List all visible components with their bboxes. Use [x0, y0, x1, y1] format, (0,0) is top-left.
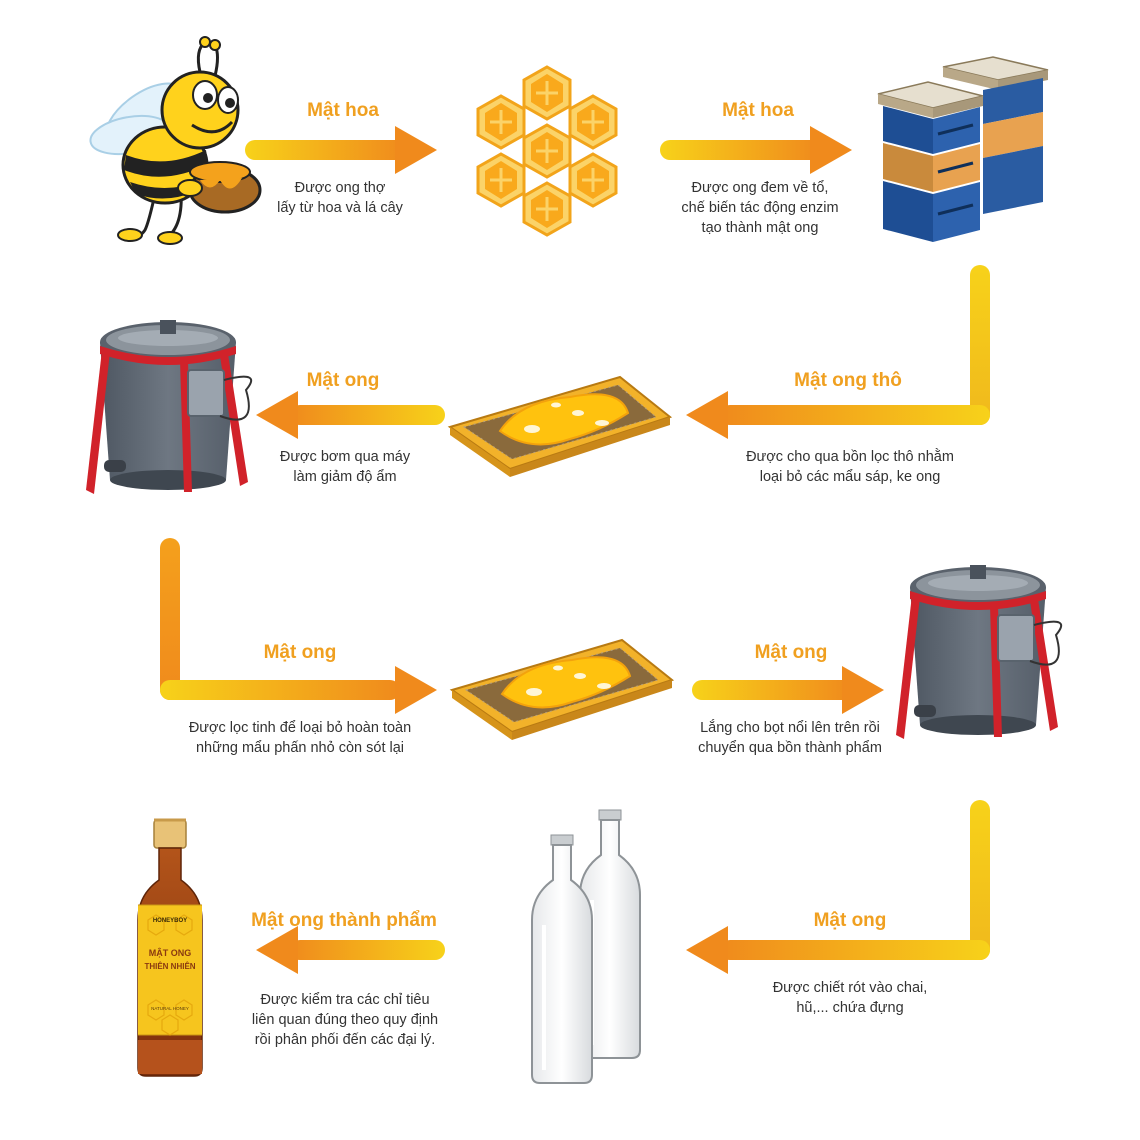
product-label-line2: THIÊN NHIÊN: [144, 962, 196, 971]
arrow-row2-b: [256, 391, 445, 439]
step-label: Mật ong: [306, 370, 380, 391]
bee-icon: [89, 36, 262, 245]
filter-tray-icon: [449, 376, 671, 478]
product-label-brand: HONEYBOY: [152, 918, 188, 924]
step-description: Được chiết rót vào chai,hũ,... chứa đựng: [772, 980, 928, 1016]
glass-bottles-icon: [531, 809, 641, 1084]
honey-tank-icon: [85, 319, 253, 495]
arrow-row3-b: [692, 666, 884, 714]
connector-right-1: [970, 265, 990, 425]
step-label: Mật ong: [263, 642, 337, 663]
honey-bottle-icon: [137, 818, 203, 1077]
arrow-row1-b: [660, 126, 852, 174]
arrow-row1-a: [245, 126, 437, 174]
beehive-boxes-icon: [877, 56, 1049, 242]
filter-tray-icon: [451, 639, 673, 741]
arrow-row4-b: [256, 926, 445, 974]
honey-tank-icon: [895, 564, 1063, 740]
step-label: Mật ong: [813, 910, 887, 931]
connector-right-2: [970, 800, 990, 960]
step-description: Được ong đem về tổ,chế biến tác động enz…: [681, 180, 839, 236]
step-label: Mật ong thô: [794, 370, 902, 391]
arrow-row4-a: [686, 926, 990, 974]
honeycomb-icon: [476, 65, 618, 237]
step-label: Mật ong: [754, 642, 828, 663]
connector-left: [160, 538, 437, 714]
step-label: Mật hoa: [722, 100, 794, 121]
product-label-line1: MẬT ONG: [148, 948, 192, 958]
step-label: Mật ong thành phẩm: [251, 910, 437, 931]
arrow-row2-a: [686, 391, 990, 439]
step-label: Mật hoa: [307, 100, 379, 121]
product-label-sub: NATURAL HONEY: [151, 1006, 189, 1011]
